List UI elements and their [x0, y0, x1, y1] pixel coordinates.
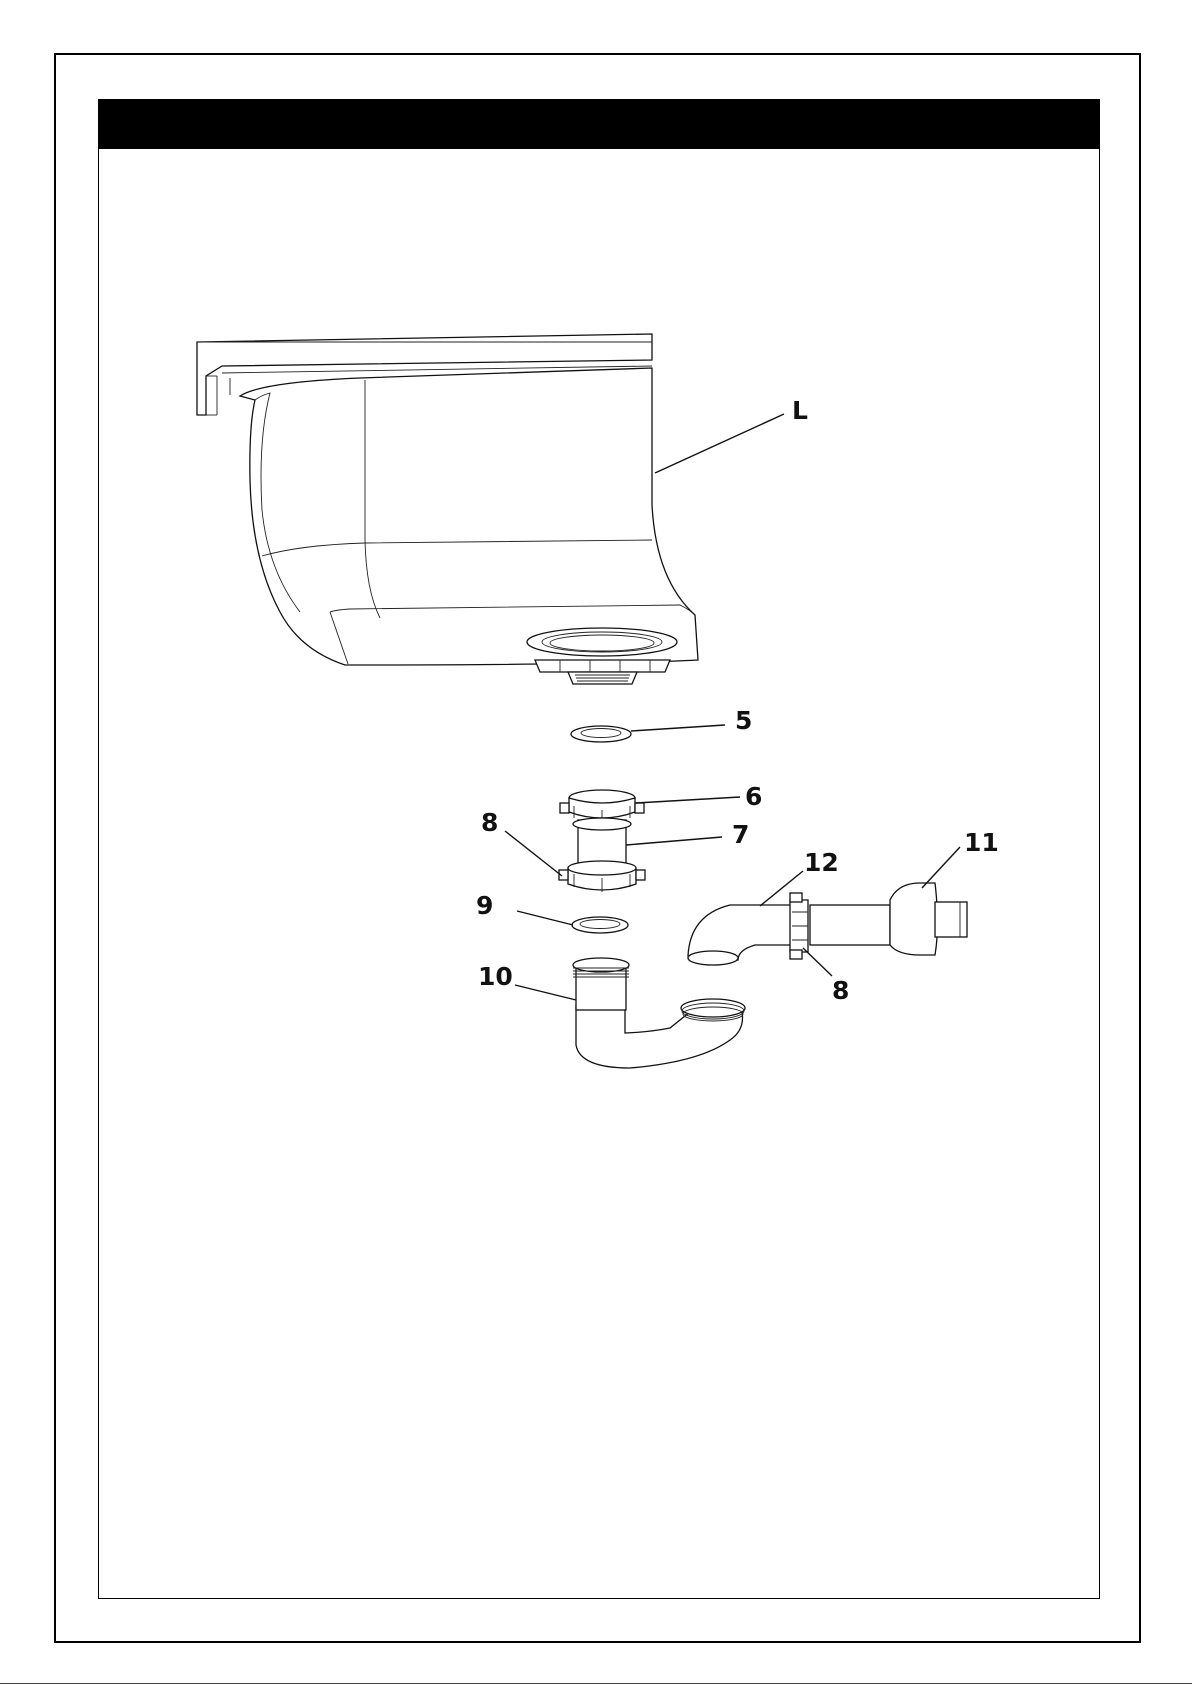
- label-5: 5: [735, 706, 752, 735]
- part-11-wall-adapter: [890, 883, 967, 955]
- part-12-elbow-pipe: [688, 893, 890, 965]
- elbow-inlet-rim: [688, 951, 738, 965]
- sink-bowl-body: [240, 368, 698, 665]
- leader-8-left: [505, 831, 562, 876]
- part-6-wing-left: [560, 803, 569, 813]
- leader-9: [517, 911, 573, 925]
- part-8-right-wing-bottom: [790, 950, 802, 959]
- elbow-horizontal-pipe: [810, 905, 890, 945]
- trap-inlet-thread-top: [573, 958, 629, 972]
- leader-6: [636, 797, 740, 803]
- part-10-trap-bend: [573, 958, 745, 1068]
- part-6-bottom-ring: [573, 818, 631, 830]
- label-6: 6: [745, 782, 762, 811]
- adapter-body: [890, 883, 938, 955]
- part-6-wing-right: [635, 803, 644, 813]
- label-10: 10: [478, 962, 513, 991]
- label-12: 12: [804, 848, 839, 877]
- part-6-7-tailpiece-assembly: [559, 790, 645, 892]
- leader-8-right: [803, 948, 832, 976]
- adapter-stub: [935, 902, 967, 937]
- label-7: 7: [732, 820, 749, 849]
- part-8-wing-right: [636, 870, 645, 880]
- leader-10: [515, 985, 576, 1000]
- leader-7: [626, 837, 722, 845]
- label-8-right: 8: [832, 976, 849, 1005]
- leader-11: [922, 847, 960, 888]
- label-L: L: [792, 396, 808, 425]
- part-8-top-ring: [568, 861, 636, 875]
- part-8-right-wing-top: [790, 893, 802, 902]
- trap-outlet-thread: [681, 999, 745, 1017]
- leader-5: [631, 725, 725, 731]
- label-11: 11: [964, 828, 999, 857]
- part-9-washer: [572, 917, 628, 933]
- sink-bowl: [197, 334, 698, 684]
- leader-L: [655, 414, 784, 473]
- part-5-washer: [571, 726, 631, 742]
- label-9: 9: [476, 891, 493, 920]
- label-8-left: 8: [481, 808, 498, 837]
